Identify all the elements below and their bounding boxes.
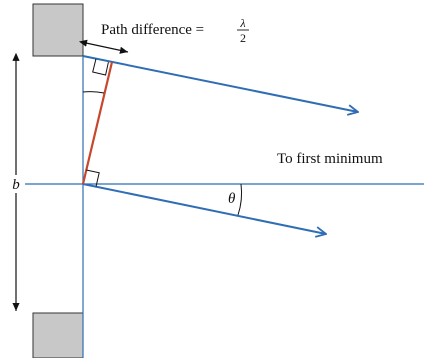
- wavefront-angle-arc: [82, 91, 105, 94]
- slit-top-block: [32, 3, 84, 57]
- slit-bottom-block: [32, 312, 84, 358]
- right-angle-marker-top: [92, 58, 109, 76]
- theta-angle-arc: [237, 183, 243, 216]
- path-difference-label: Path difference =: [101, 22, 204, 38]
- right-angle-marker-bottom: [86, 169, 100, 187]
- path-difference-two: 2: [240, 31, 246, 45]
- theta-label: θ: [228, 191, 236, 207]
- central-ray: [82, 183, 326, 234]
- to-first-minimum-label: To first minimum: [277, 151, 383, 167]
- path-difference-arrow: [78, 39, 129, 54]
- path-difference-lambda: λ: [239, 16, 245, 30]
- wavefront-line: [81, 61, 114, 185]
- upper-ray: [82, 55, 358, 112]
- slit-width-label: b: [12, 177, 20, 193]
